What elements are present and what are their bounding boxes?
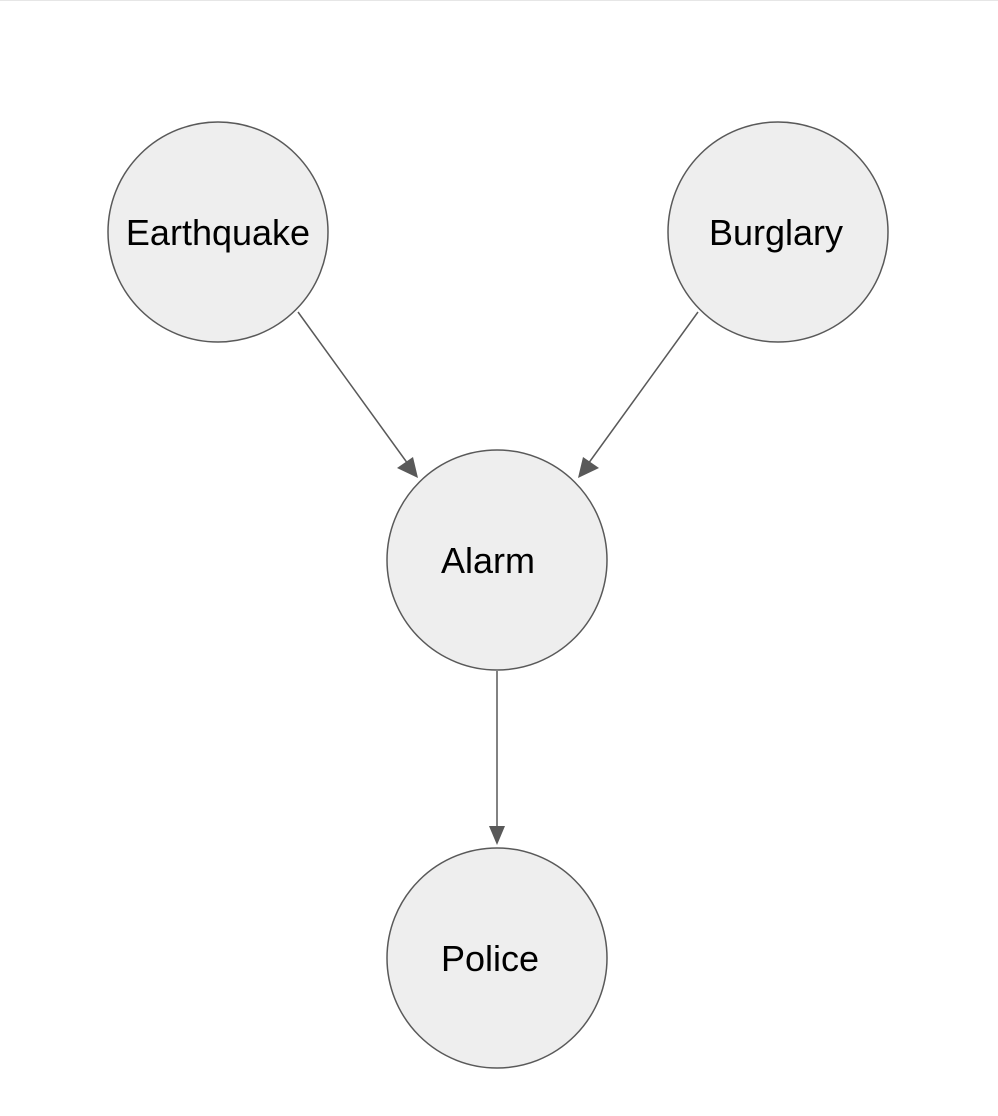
node-circle [667,121,889,343]
edge-earthquake-to-alarm [297,311,418,478]
edge-burglary-to-alarm [578,311,699,478]
node-label-burglary: Burglary [709,212,843,253]
edge-alarm-to-police [489,671,505,845]
node-earthquake[interactable]: Earthquake [107,121,329,343]
arrowhead [578,457,599,478]
node-label-police: Police [441,938,539,979]
node-label-earthquake: Earthquake [126,212,310,253]
top-divider [0,0,998,1]
arrowhead [489,826,505,845]
node-police[interactable]: Police [386,847,608,1069]
edge-line [587,311,699,465]
node-burglary[interactable]: Burglary [667,121,889,343]
node-alarm[interactable]: Alarm [386,449,608,671]
node-circle [386,449,608,671]
arrowhead [397,457,418,478]
edge-line [297,311,409,465]
node-circle [386,847,608,1069]
node-circle [107,121,329,343]
node-label-alarm: Alarm [441,540,535,581]
